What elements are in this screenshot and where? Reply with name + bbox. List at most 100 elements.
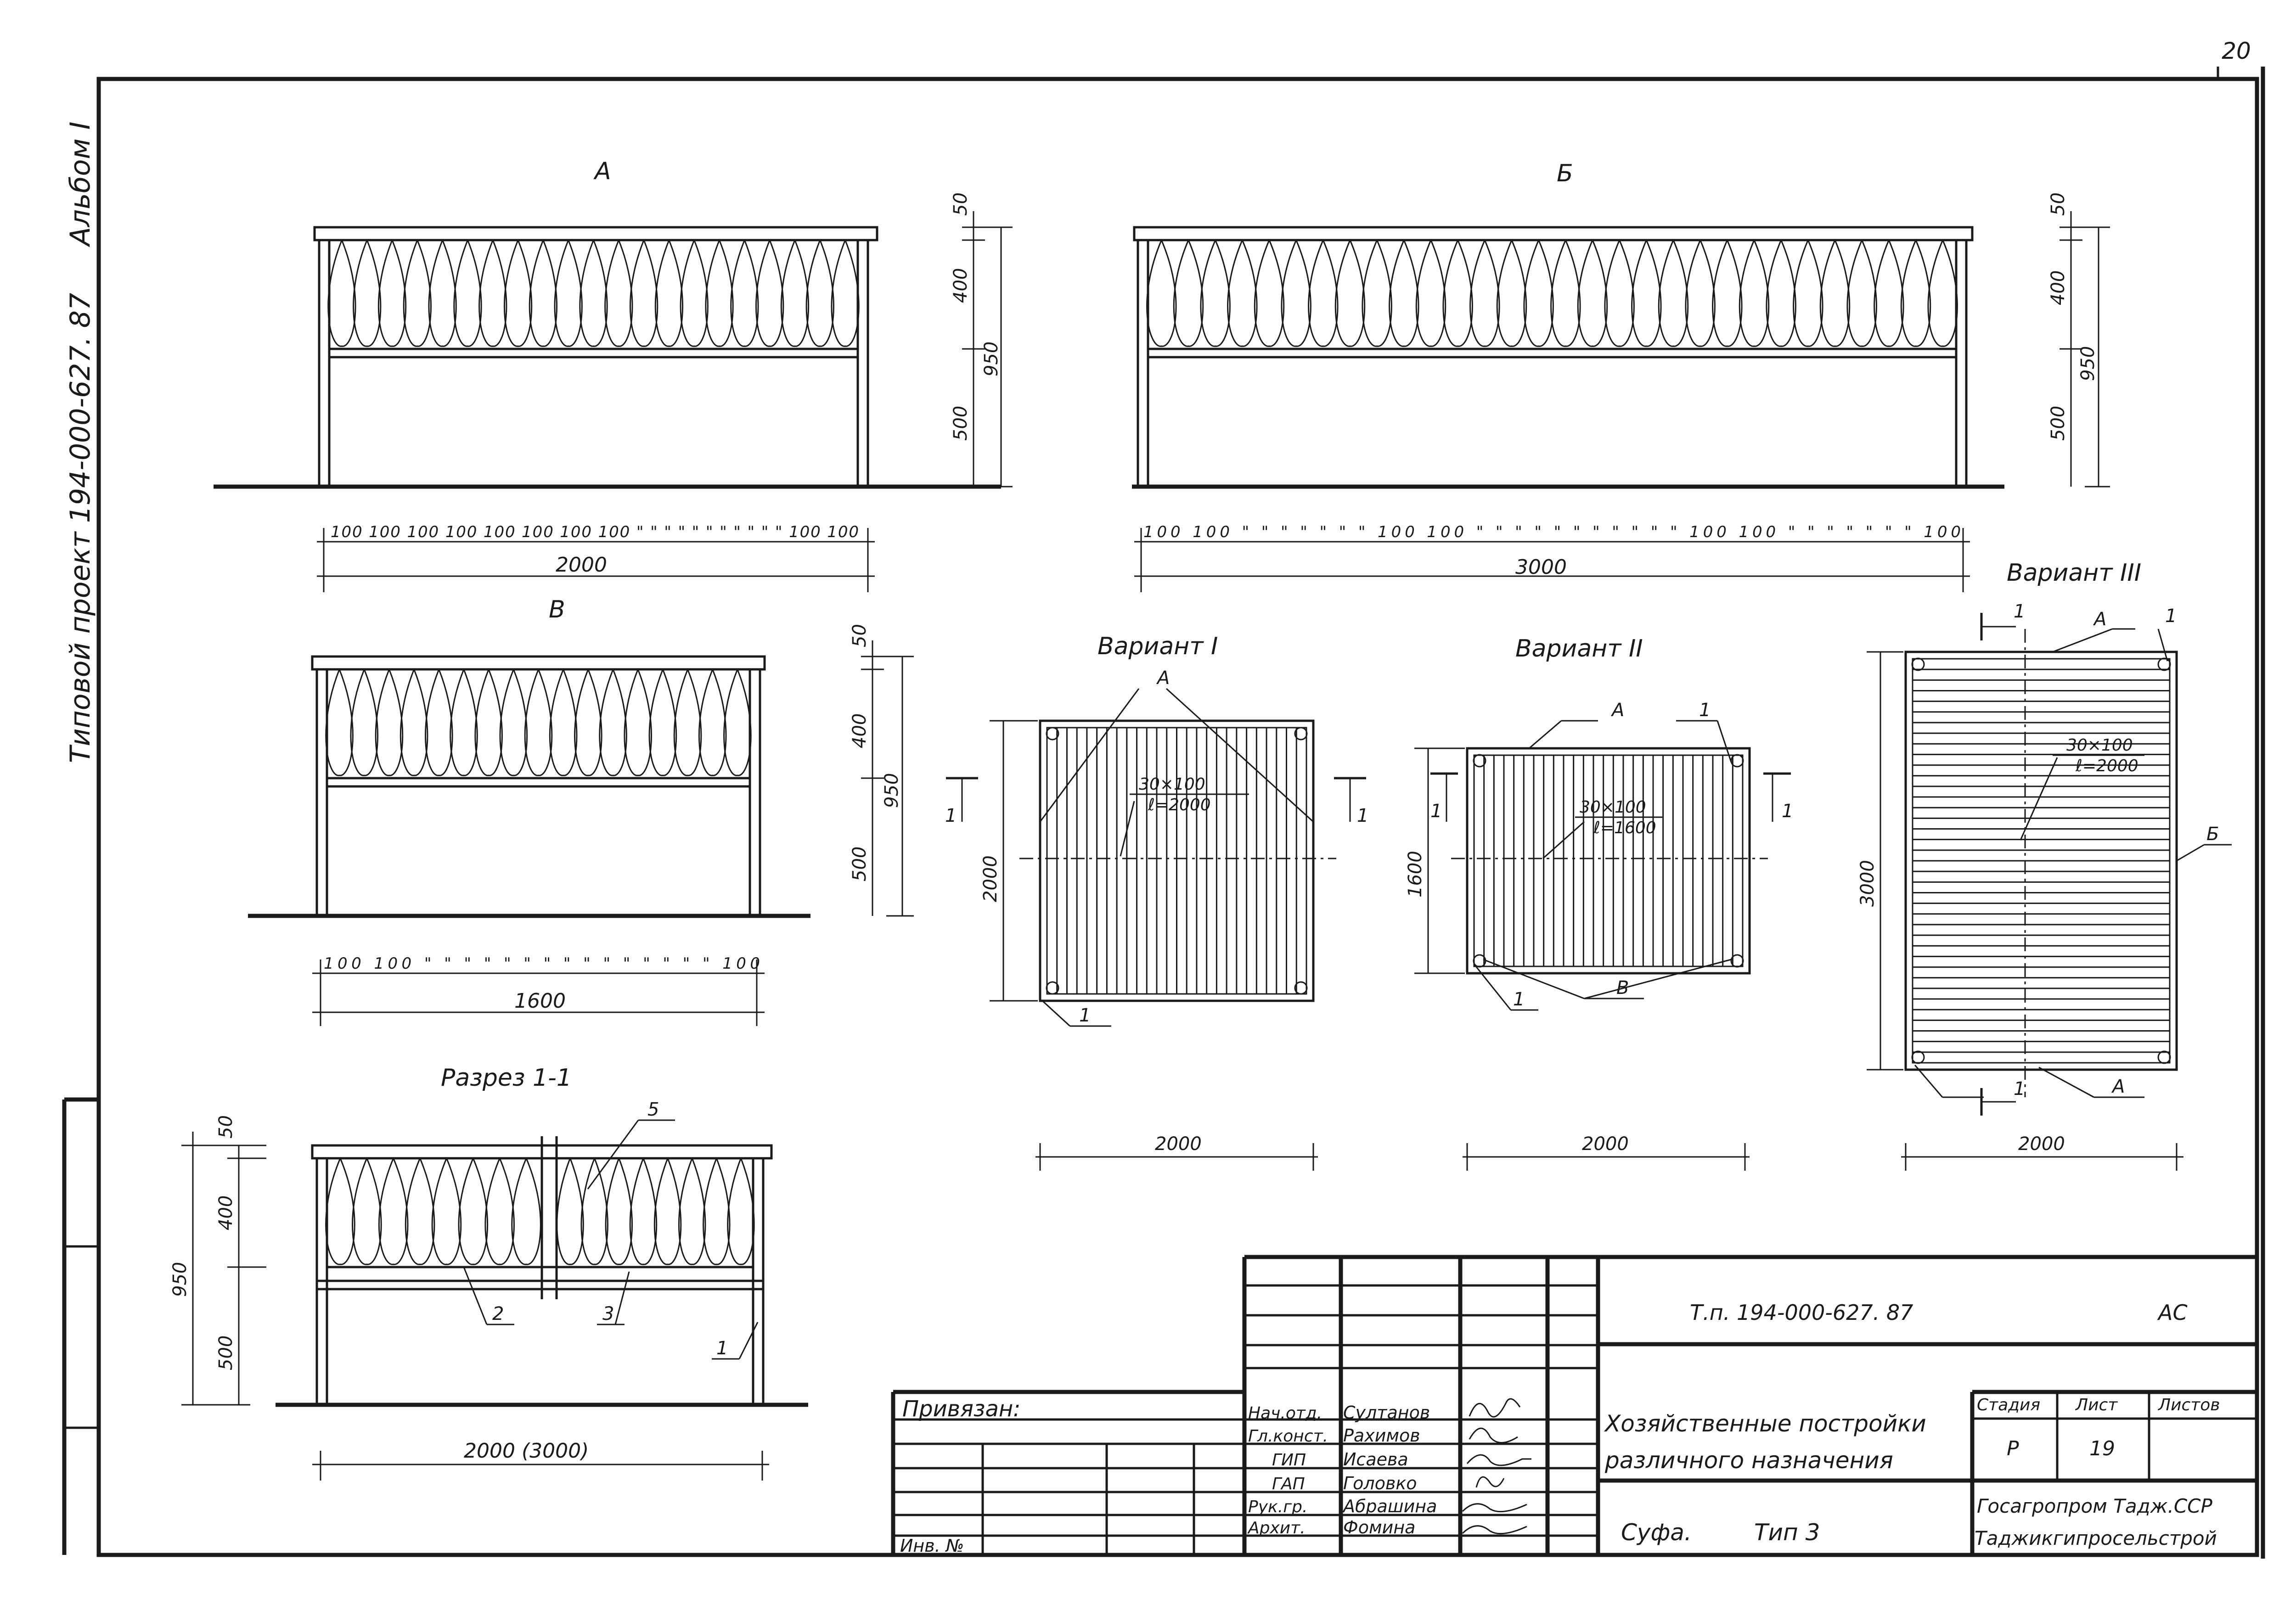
arch [484, 1158, 515, 1265]
title-block-names: Султанов Рахимов Исаева Головко Абрашина… [1342, 1403, 1437, 1537]
section-callout-5: 5 [647, 1099, 659, 1120]
variant-3-label-a-bottom: А [2111, 1076, 2125, 1097]
arch [499, 669, 528, 776]
arch [450, 669, 478, 776]
section-callout-1: 1 [716, 1338, 728, 1359]
view-v-arches [325, 669, 752, 776]
title-block-sheet-header: Лист [2075, 1396, 2118, 1414]
arch [624, 669, 653, 776]
arch [1685, 240, 1716, 347]
arch [1200, 240, 1231, 347]
arch [524, 669, 553, 776]
arch [1927, 240, 1958, 347]
view-a-dim-50: 50 [950, 192, 971, 216]
arch [556, 1158, 584, 1265]
title-block-org-1: Госагропром Тадж.ССР [1977, 1495, 2212, 1517]
variant-3-section-mark-bottom: 1 [2014, 1078, 2025, 1100]
arch [1334, 240, 1366, 347]
name-2: Исаева [1343, 1449, 1408, 1470]
arch [1496, 240, 1527, 347]
arch [1173, 240, 1204, 347]
variant-2-board: 30×100 [1580, 798, 1646, 817]
signatures [1462, 1398, 1531, 1535]
name-4: Абрашина [1342, 1496, 1437, 1516]
arch [678, 1158, 706, 1265]
section-title: Разрез 1-1 [441, 1064, 572, 1092]
arch [400, 669, 428, 776]
arch [378, 1158, 409, 1265]
arch [1658, 240, 1689, 347]
role-3: ГАП [1272, 1475, 1305, 1493]
arch [780, 240, 810, 347]
arch [698, 669, 727, 776]
arch [604, 240, 633, 347]
view-a-arches [327, 240, 860, 347]
arch [1308, 240, 1339, 347]
arch [1739, 240, 1770, 347]
arch [629, 1158, 658, 1265]
section-dim-400: 400 [215, 1195, 236, 1230]
role-4: Рук.гр. [1248, 1498, 1307, 1516]
view-a-title: А [593, 157, 611, 185]
arch [579, 240, 608, 347]
arch [554, 240, 583, 347]
arch [654, 240, 684, 347]
arch [1766, 240, 1796, 347]
view-v-title: В [549, 596, 565, 623]
arch [1793, 240, 1823, 347]
arch [375, 669, 404, 776]
arch [1469, 240, 1500, 347]
variant-2-label-v: В [1616, 977, 1629, 999]
title-block: Т.п. 194-000-627. 87 АС Привязан: Инв. №… [891, 1255, 2257, 1556]
title-block-object-name: Суфа. [1621, 1519, 1692, 1546]
variant-3: Вариант III 1 1 А 1 30×100 ℓ=2000 Б А [1857, 559, 2232, 1171]
role-1: Гл.конст. [1248, 1427, 1328, 1446]
title-block-code: Т.п. 194-000-627. 87 [1690, 1300, 1913, 1325]
arch [1227, 240, 1258, 347]
arch [549, 669, 578, 776]
variant-3-label-b: Б [2206, 824, 2219, 845]
view-v-total: 1600 [514, 989, 566, 1013]
view-b: Б 50 400 950 500 100 100 " " " " " " " 1… [1132, 160, 2110, 592]
view-b-dim-400: 400 [2048, 270, 2069, 305]
arch [1577, 240, 1608, 347]
view-b-title: Б [1557, 160, 1573, 187]
section-arches-left [325, 1158, 541, 1265]
arch [648, 669, 677, 776]
view-v: В 50 400 950 500 100 100 " " " " " " " "… [248, 596, 914, 1026]
variant-3-section-mark-top: 1 [2014, 601, 2025, 622]
title-block-subject-2: различного назначения [1604, 1447, 1893, 1474]
variant-1-label-a: А [1156, 668, 1170, 689]
arch [673, 669, 702, 776]
variant-3-board: 30×100 [2066, 736, 2133, 755]
arch [831, 240, 860, 347]
arch [1415, 240, 1446, 347]
arch [1389, 240, 1419, 347]
arch [403, 240, 432, 347]
variant-2-label-a: А [1610, 700, 1624, 721]
arch [727, 1158, 755, 1265]
variant-1-width: 2000 [1155, 1133, 1202, 1155]
title-block-object-type: Тип 3 [1754, 1519, 1820, 1546]
arch [1819, 240, 1851, 347]
sheet-frame [62, 67, 2265, 1559]
arch [377, 240, 407, 347]
arch [1874, 240, 1904, 347]
section-total: 2000 (3000) [464, 1439, 589, 1463]
variant-1: Вариант I 1 1 А 30×100 ℓ=2000 2000 1 [945, 633, 1368, 1171]
arch [425, 669, 453, 776]
variant-2-title: Вариант II [1515, 635, 1643, 662]
arch [653, 1158, 682, 1265]
arch [755, 240, 784, 347]
variant-1-section-mark-left: 1 [945, 805, 957, 826]
title-block-doc-mark: АС [2157, 1300, 2188, 1325]
arch [705, 240, 734, 347]
section-callout-2: 2 [492, 1303, 504, 1324]
arch [629, 240, 658, 347]
arch [352, 1158, 382, 1265]
arch [458, 1158, 489, 1265]
arch [723, 669, 752, 776]
variant-1-title: Вариант I [1097, 633, 1218, 660]
view-b-arches [1146, 240, 1958, 347]
variant-2-post-mark-top: 1 [1699, 700, 1711, 721]
